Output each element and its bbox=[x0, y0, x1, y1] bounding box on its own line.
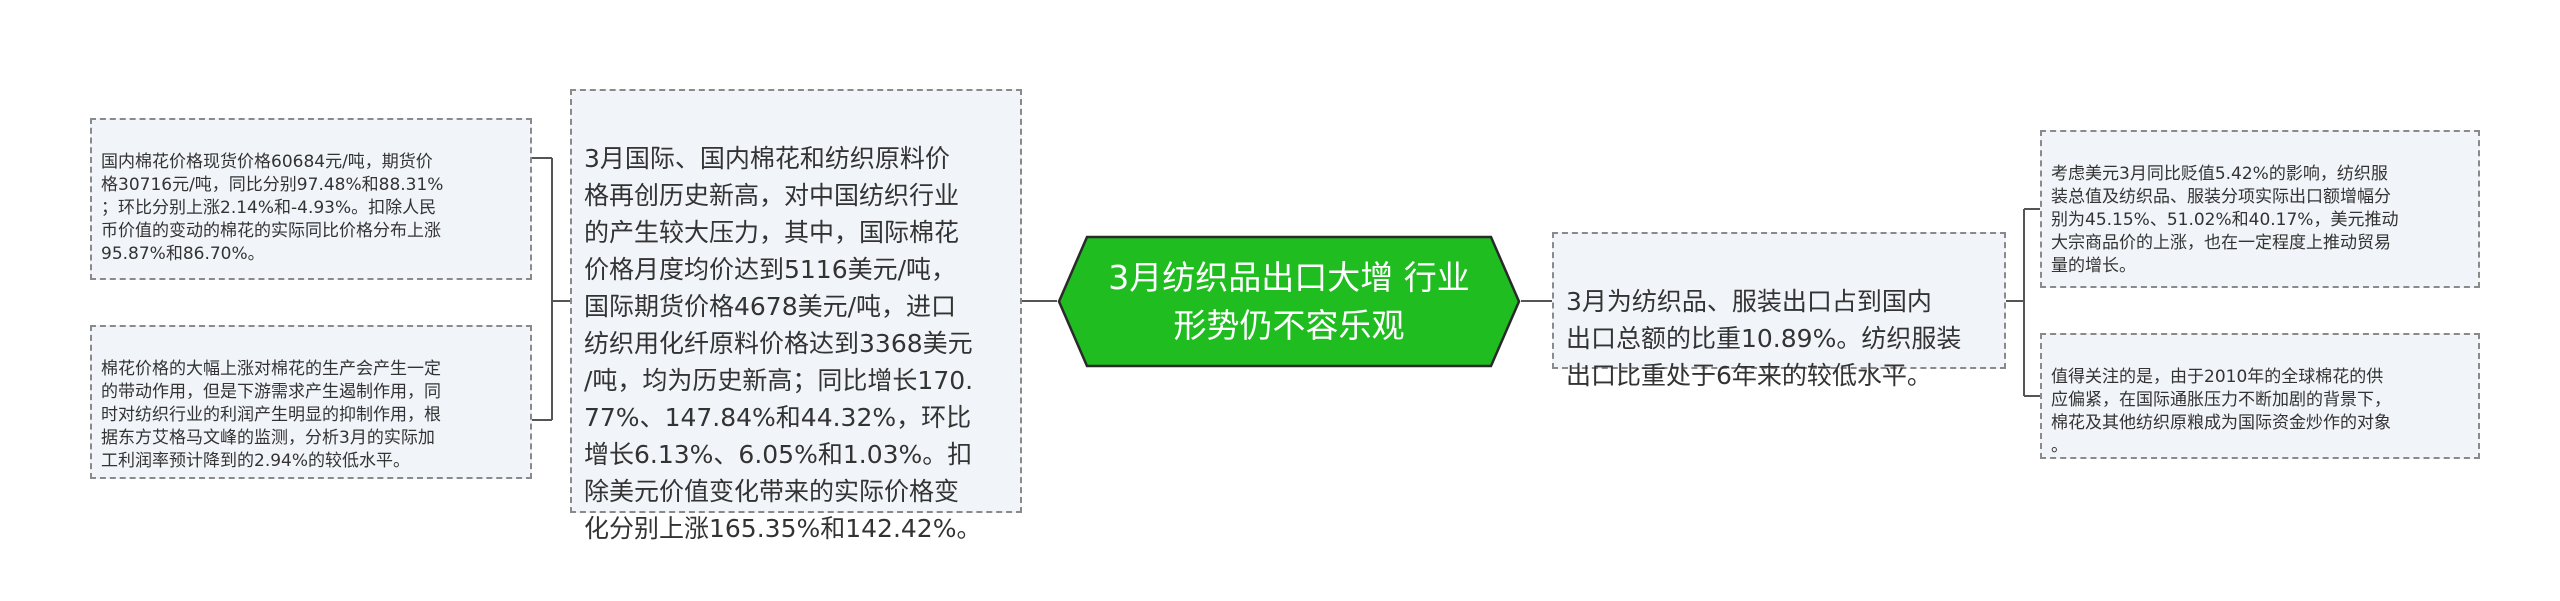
left-subtopic-cotton-price-text: 国内棉花价格现货价格60684元/吨，期货价 格30716元/吨，同比分别97.… bbox=[101, 152, 444, 264]
left-subtopic-cotton-price[interactable]: 国内棉花价格现货价格60684元/吨，期货价 格30716元/吨，同比分别97.… bbox=[90, 118, 532, 280]
central-topic[interactable]: 3月纺织品出口大增 行业 形势仍不容乐观 bbox=[1057, 235, 1521, 368]
left-main-topic-text: 3月国际、国内棉花和纺织原料价 格再创历史新高，对中国纺织行业 的产生较大压力，… bbox=[584, 144, 982, 543]
right-subtopic-currency-effect-text: 考虑美元3月同比贬值5.42%的影响，纺织服 装总值及纺织品、服装分项实际出口额… bbox=[2051, 164, 2399, 276]
right-subtopic-currency-effect[interactable]: 考虑美元3月同比贬值5.42%的影响，纺织服 装总值及纺织品、服装分项实际出口额… bbox=[2040, 130, 2480, 288]
central-topic-hexagon bbox=[1057, 235, 1521, 368]
right-main-topic[interactable]: 3月为纺织品、服装出口占到国内 出口总额的比重10.89%。纺织服装 出口比重处… bbox=[1552, 232, 2006, 390]
left-subtopic-profit-impact[interactable]: 棉花价格的大幅上涨对棉花的生产会产生一定 的带动作用，但是下游需求产生遏制作用，… bbox=[90, 325, 532, 479]
central-topic-label: 3月纺织品出口大增 行业 形势仍不容乐观 bbox=[1108, 257, 1470, 345]
right-subtopic-speculation[interactable]: 值得关注的是，由于2010年的全球棉花的供 应偏紧，在国际通胀压力不断加剧的背景… bbox=[2040, 333, 2480, 459]
right-main-topic-text: 3月为纺织品、服装出口占到国内 出口总额的比重10.89%。纺织服装 出口比重处… bbox=[1566, 287, 1962, 390]
connector-left-bracket bbox=[532, 157, 570, 421]
connector-right-bracket bbox=[2006, 208, 2040, 397]
central-topic-shape bbox=[1057, 235, 1521, 368]
left-subtopic-profit-impact-text: 棉花价格的大幅上涨对棉花的生产会产生一定 的带动作用，但是下游需求产生遏制作用，… bbox=[101, 359, 441, 471]
left-main-topic[interactable]: 3月国际、国内棉花和纺织原料价 格再创历史新高，对中国纺织行业 的产生较大压力，… bbox=[570, 89, 1022, 543]
right-subtopic-speculation-text: 值得关注的是，由于2010年的全球棉花的供 应偏紧，在国际通胀压力不断加剧的背景… bbox=[2051, 367, 2391, 456]
